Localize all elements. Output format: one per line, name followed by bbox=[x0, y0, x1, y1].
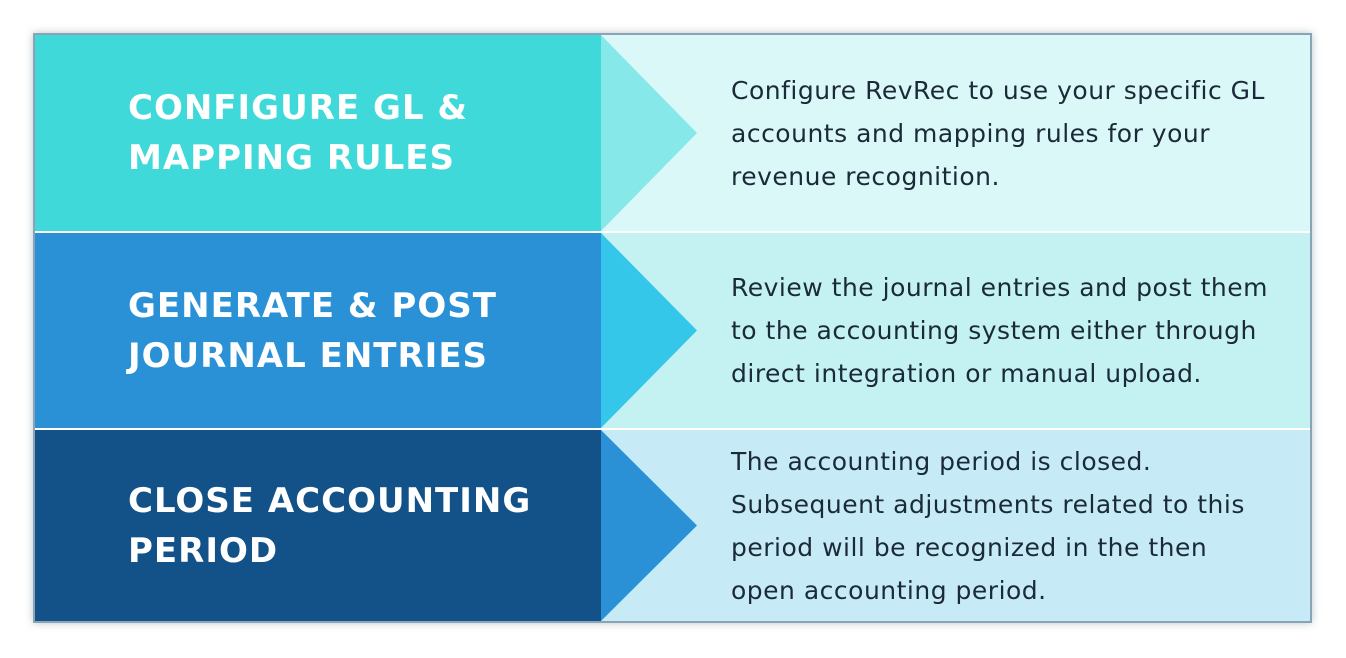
step-row-close-period: CLOSE ACCOUNTING PERIOD The accounting p… bbox=[35, 430, 1310, 621]
step-description: The accounting period is closed. Subsequ… bbox=[601, 430, 1310, 621]
step-description: Review the journal entries and post them… bbox=[601, 233, 1310, 428]
step-description: Configure RevRec to use your specific GL… bbox=[601, 35, 1310, 231]
chevron-arrow-icon bbox=[601, 35, 701, 231]
step-title: CLOSE ACCOUNTING PERIOD bbox=[35, 430, 601, 621]
chevron-arrow-icon bbox=[601, 430, 701, 621]
step-title: CONFIGURE GL & MAPPING RULES bbox=[35, 35, 601, 231]
process-diagram: CONFIGURE GL & MAPPING RULES Configure R… bbox=[33, 33, 1312, 623]
step-description-text: The accounting period is closed. Subsequ… bbox=[731, 446, 1245, 605]
chevron-arrow-icon bbox=[601, 233, 701, 428]
step-row-configure-gl: CONFIGURE GL & MAPPING RULES Configure R… bbox=[35, 35, 1310, 231]
step-description-text: Review the journal entries and post them… bbox=[731, 273, 1269, 388]
step-title: GENERATE & POST JOURNAL ENTRIES bbox=[35, 233, 601, 428]
step-row-generate-post: GENERATE & POST JOURNAL ENTRIES Review t… bbox=[35, 233, 1310, 428]
step-description-text: Configure RevRec to use your specific GL… bbox=[731, 75, 1265, 191]
